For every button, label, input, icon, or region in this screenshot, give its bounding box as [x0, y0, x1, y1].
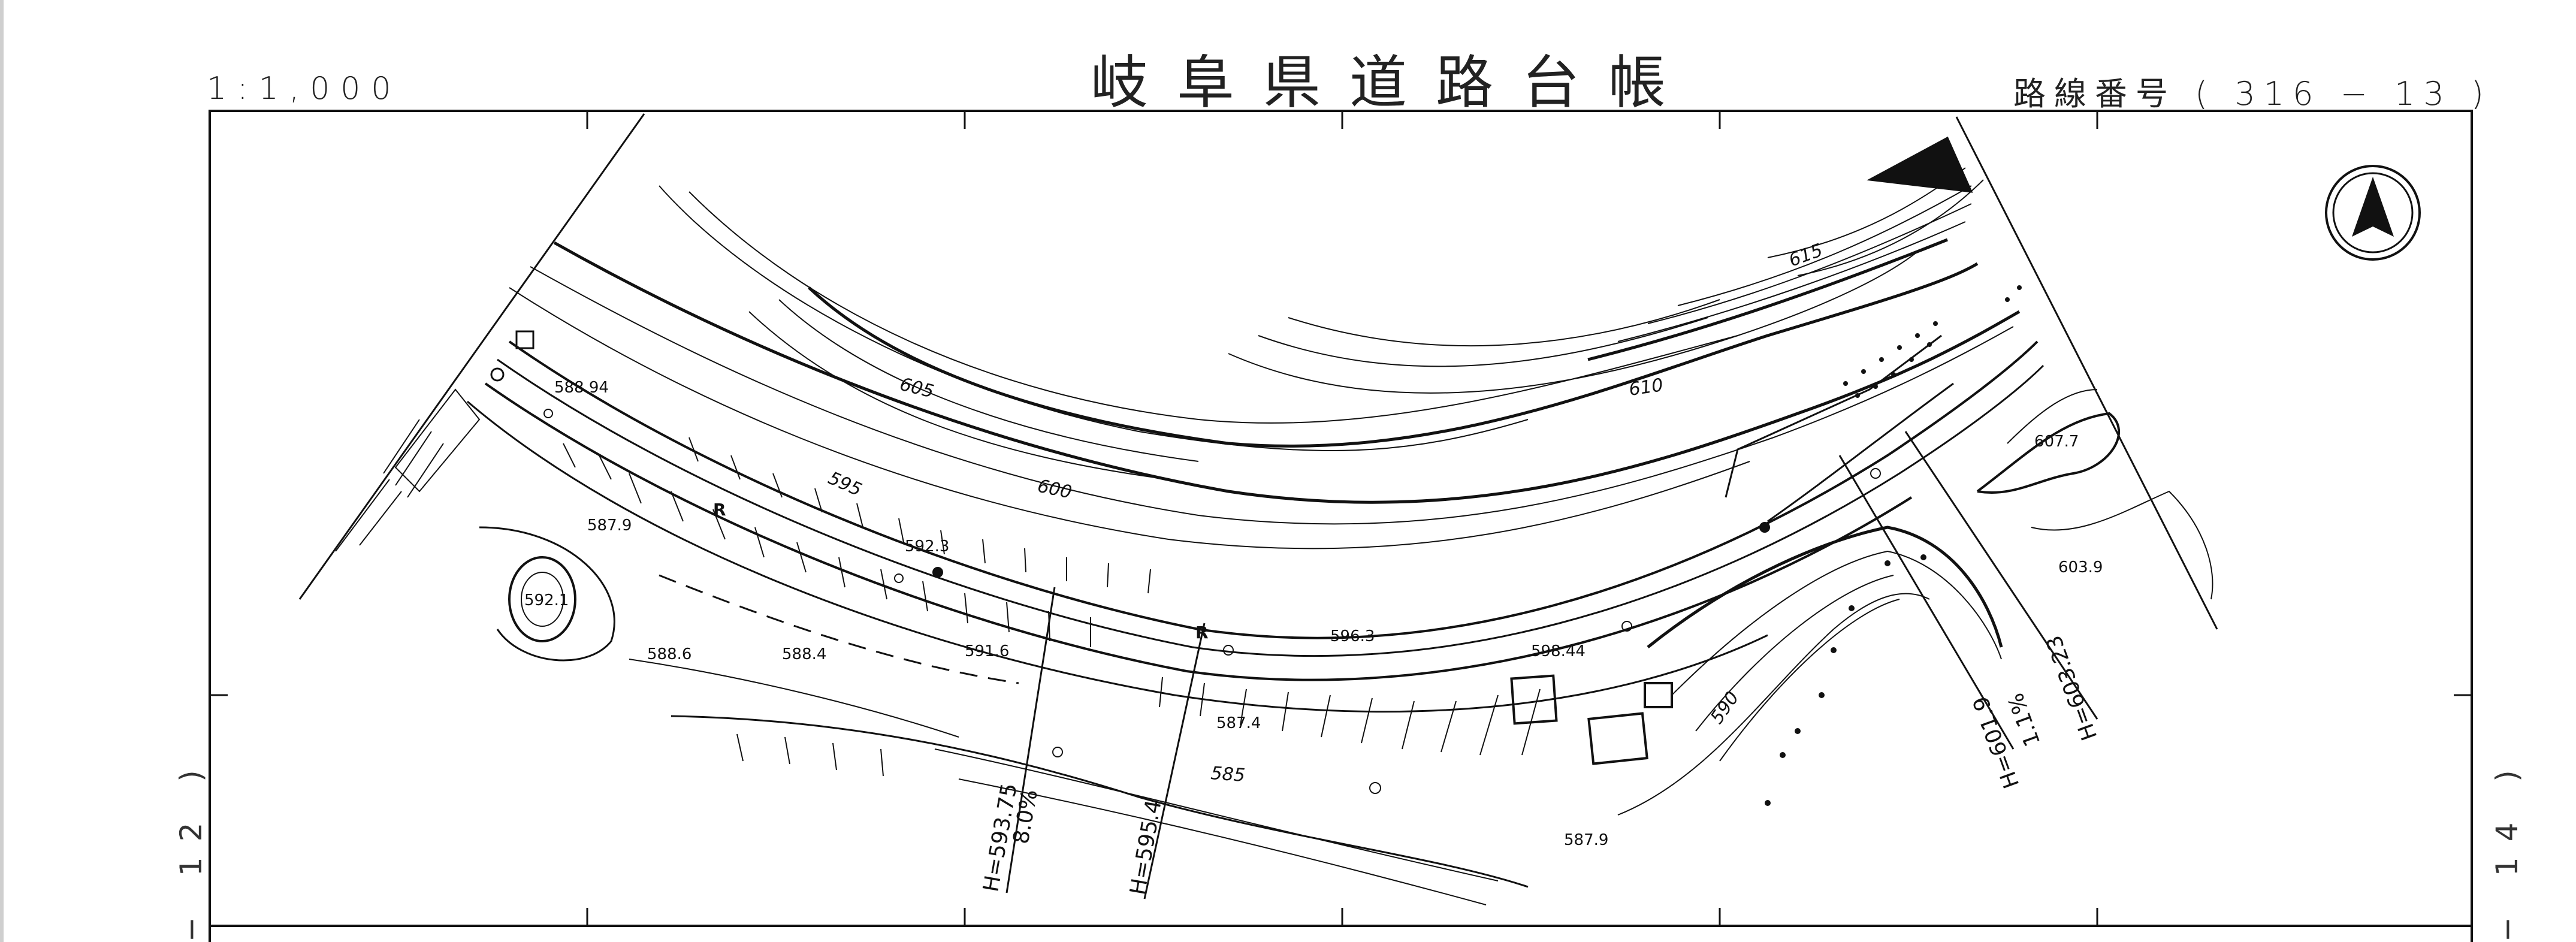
contour-label: 590: [1707, 688, 1744, 728]
profile-lines: [1005, 431, 2098, 899]
profile-labels: H=593.75 8.0% H=595.4 H=601.9 1.1% H=603…: [979, 632, 2102, 897]
contour-label: 605: [898, 374, 936, 403]
north-arrow-icon: [2325, 165, 2421, 261]
spot-height: 588.94: [554, 379, 609, 397]
markers: R R: [713, 500, 1209, 642]
spot-height: 592.1: [524, 591, 569, 609]
spot-height: 598.44: [1531, 642, 1586, 660]
spot-height: 603.9: [2058, 558, 2103, 576]
spot-heights: 588.94 587.9 592.1 588.6 588.4 591.6 592…: [524, 379, 2103, 849]
contour-label: 610: [1627, 375, 1665, 400]
scale-label: 1:1,000: [207, 71, 402, 107]
contour-labels: 585 590 595 600 605 610 615: [825, 240, 1826, 786]
spot-height: 587.9: [587, 517, 632, 535]
spot-height: 588.6: [647, 645, 691, 663]
spot-height: 607.7: [2034, 433, 2079, 451]
profile-label: 1.1%: [2004, 690, 2046, 750]
spot-height: 591.6: [965, 642, 1009, 660]
map-frame: [209, 110, 2473, 942]
contour-label: 595: [825, 467, 865, 500]
slope-hatching: [563, 437, 1541, 777]
spot-height: 587.4: [1216, 714, 1261, 732]
profile-label: H=595.4: [1125, 798, 1166, 897]
marker-r: R: [1195, 623, 1209, 642]
contour-label: 600: [1035, 476, 1073, 503]
marker-r: R: [713, 500, 726, 520]
road-edges: [467, 334, 2045, 713]
spot-height: 588.4: [782, 645, 826, 663]
contour-lines: [479, 136, 2213, 905]
page-edge: [0, 0, 4, 942]
vegetation-dots: [1765, 285, 2022, 806]
left-structures: [335, 330, 1881, 794]
spot-height: 587.9: [1564, 831, 1608, 849]
contour-label: 585: [1210, 763, 1246, 786]
page-title: 岐阜県道路台帳: [1091, 49, 1695, 116]
contour-label: 615: [1786, 240, 1826, 271]
survey-boundary: [298, 113, 2218, 630]
buildings: [1510, 674, 1673, 765]
spot-height: 592.3: [905, 538, 949, 555]
profile-label: H=603.23: [2042, 632, 2102, 744]
spot-height: 596.3: [1330, 627, 1375, 645]
route-number: 路線番号 ( 316 − 13 ): [2013, 75, 2492, 113]
